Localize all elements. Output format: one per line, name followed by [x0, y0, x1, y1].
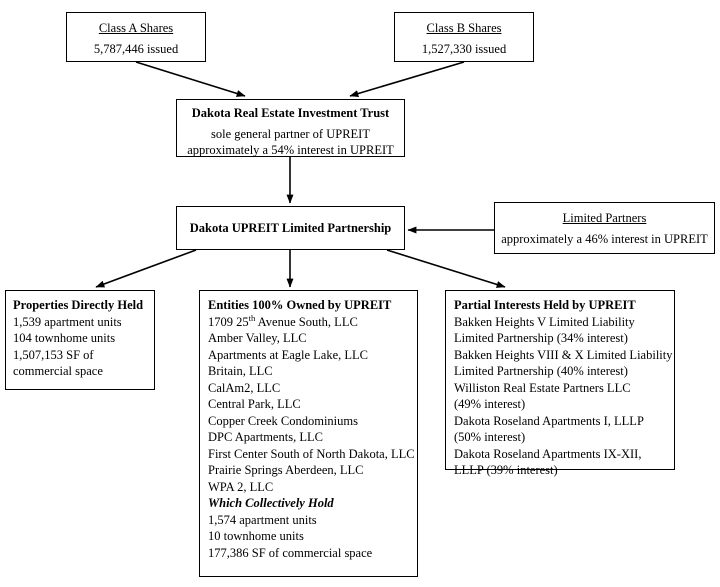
entity-list-item: Amber Valley, LLC [208, 331, 307, 345]
connector-uppreit-to-direct [95, 249, 197, 288]
properties-directly-held-heading: Properties Directly Held [13, 298, 144, 312]
ordinal-suffix: th [248, 312, 256, 323]
connector-class-a-to-trust [135, 61, 246, 97]
trust-detail-1: sole general partner of UPREIT [211, 126, 370, 141]
partial-holding-line: Bakken Heights VIII & X Limited Liabilit… [454, 347, 673, 362]
class-b-heading: Class B Shares [426, 21, 502, 35]
limited-partners-detail: approximately a 46% interest in UPREIT [501, 231, 708, 246]
connector-class-b-to-trust [349, 61, 465, 97]
class-a-heading: Class A Shares [98, 21, 174, 35]
entity-list-item: Central Park, LLC [208, 397, 301, 411]
partial-holding-line: LLLP (39% interest) [454, 463, 558, 477]
trust-detail-2: approximately a 54% interest in UPREIT [187, 143, 394, 157]
partial-holding-line: Limited Partnership (40% interest) [454, 364, 628, 378]
properties-line: 104 townhome units [13, 331, 116, 345]
partial-holding-line: Williston Real Estate Partners LLC [454, 380, 631, 395]
entity-list-item: 1709 25th Avenue South, LLC [208, 312, 409, 331]
trust-heading: Dakota Real Estate Investment Trust [191, 106, 390, 120]
entity-list-item: CalAm2, LLC [208, 380, 281, 395]
partial-interests-heading: Partial Interests Held by UPREIT [454, 298, 636, 312]
node-class-a-shares[interactable]: Class A Shares 5,787,446 issued [66, 12, 206, 62]
properties-line: commercial space [13, 364, 103, 378]
partial-holding-line: Dakota Roseland Apartments I, LLLP [454, 413, 644, 428]
partial-holding-line: Limited Partnership (34% interest) [454, 331, 628, 345]
node-partial-interests-held-by-uppreit[interactable]: Partial Interests Held by UPREIT Bakken … [445, 290, 675, 477]
entities-owned-heading: Entities 100% Owned by UPREIT [208, 298, 392, 312]
class-b-detail: 1,527,330 issued [421, 41, 507, 56]
collectively-hold-line: 1,574 apartment units [208, 512, 317, 527]
node-dakota-uppreit-limited-partnership[interactable]: Dakota UPREIT Limited Partnership [176, 206, 405, 250]
class-a-detail: 5,787,446 issued [93, 41, 179, 56]
properties-line: 1,539 apartment units [13, 314, 122, 329]
node-limited-partners[interactable]: Limited Partners approximately a 46% int… [494, 202, 715, 254]
partial-holding-line: (50% interest) [454, 430, 526, 444]
limited-partners-heading: Limited Partners [562, 211, 647, 225]
partial-holding-line: (49% interest) [454, 397, 526, 411]
partial-holding-line: Dakota Roseland Apartments IX-XII, [454, 446, 642, 461]
entity-list-item: Apartments at Eagle Lake, LLC [208, 347, 369, 362]
partial-holding-line: Bakken Heights V Limited Liability [454, 314, 635, 329]
node-properties-directly-held[interactable]: Properties Directly Held 1,539 apartment… [5, 290, 155, 390]
entity-list-item: Prairie Springs Aberdeen, LLC [208, 463, 364, 477]
collectively-hold-line: 10 townhome units [208, 529, 304, 543]
node-class-b-shares[interactable]: Class B Shares 1,527,330 issued [394, 12, 534, 62]
properties-line: 1,507,153 SF of [13, 347, 94, 362]
entity-list-item: DPC Apartments, LLC [208, 430, 323, 444]
connector-uppreit-to-partial [386, 249, 506, 288]
entity-suffix: Avenue South, LLC [255, 314, 358, 329]
node-dakota-real-estate-investment-trust[interactable]: Dakota Real Estate Investment Trust sole… [176, 99, 405, 157]
uppreit-heading: Dakota UPREIT Limited Partnership [189, 221, 392, 235]
collectively-hold-heading: Which Collectively Hold [208, 496, 334, 510]
entity-prefix: 1709 25 [208, 314, 249, 329]
node-entities-owned-by-uppreit[interactable]: Entities 100% Owned by UPREIT 1709 25th … [199, 290, 418, 577]
entity-list-item: Copper Creek Condominiums [208, 413, 358, 428]
collectively-hold-line: 177,386 SF of commercial space [208, 545, 373, 560]
entity-list-item: Britain, LLC [208, 364, 273, 378]
entity-list-item: First Center South of North Dakota, LLC [208, 446, 415, 461]
entity-list-item: WPA 2, LLC [208, 479, 274, 494]
